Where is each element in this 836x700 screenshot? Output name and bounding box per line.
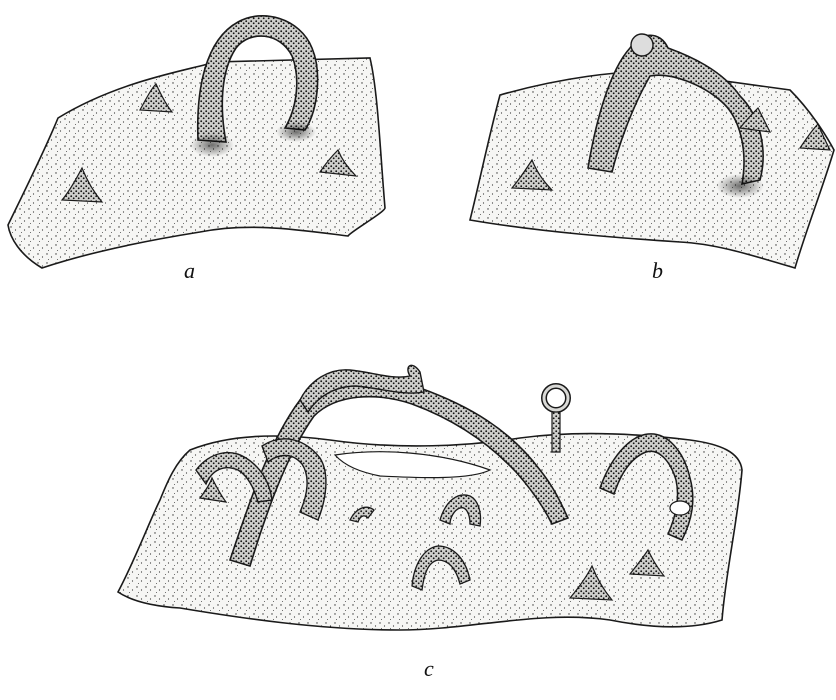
panel-a-handle-foot-left <box>190 133 234 157</box>
panel-a <box>8 16 385 268</box>
panel-b <box>470 34 834 268</box>
panel-c <box>118 365 742 630</box>
panel-label-c: c <box>424 656 434 682</box>
panel-label-a: a <box>184 258 195 284</box>
panel-c-right-hole <box>670 501 690 515</box>
panel-b-sheet <box>470 72 834 268</box>
panel-b-handle-foot <box>716 174 764 198</box>
panel-label-b: b <box>652 258 663 284</box>
panel-b-knob <box>631 34 653 56</box>
panel-a-handle-foot-right <box>276 122 316 142</box>
